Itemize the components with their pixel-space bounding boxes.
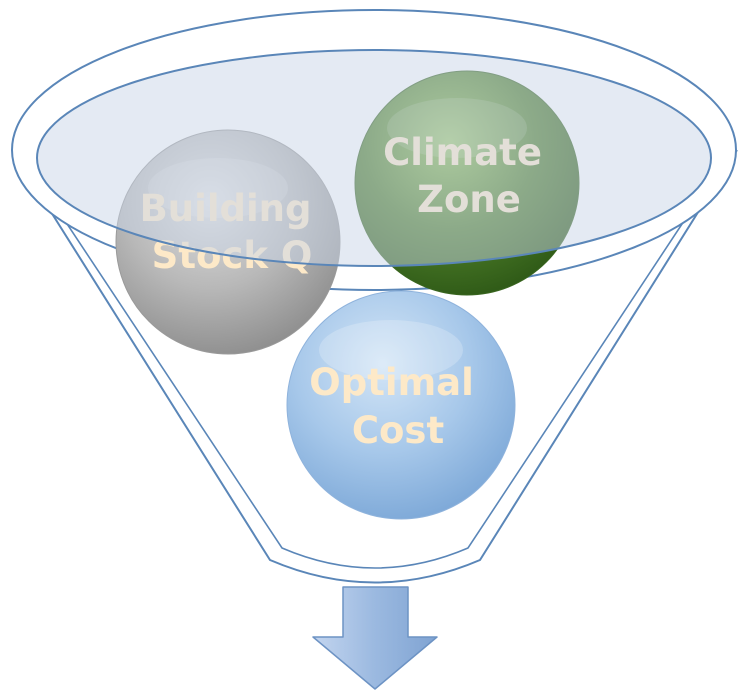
funnel-rim-inner	[36, 49, 712, 267]
input-circle-optimal-cost: Optimal Cost	[286, 290, 516, 520]
optimal-cost-line1: Optimal	[309, 361, 474, 404]
funnel-body-inner	[27, 164, 722, 569]
output-arrow-down-icon	[312, 586, 438, 690]
input-label-optimal-cost: Optimal Cost	[309, 361, 486, 452]
optimal-cost-line2: Cost	[352, 409, 444, 452]
